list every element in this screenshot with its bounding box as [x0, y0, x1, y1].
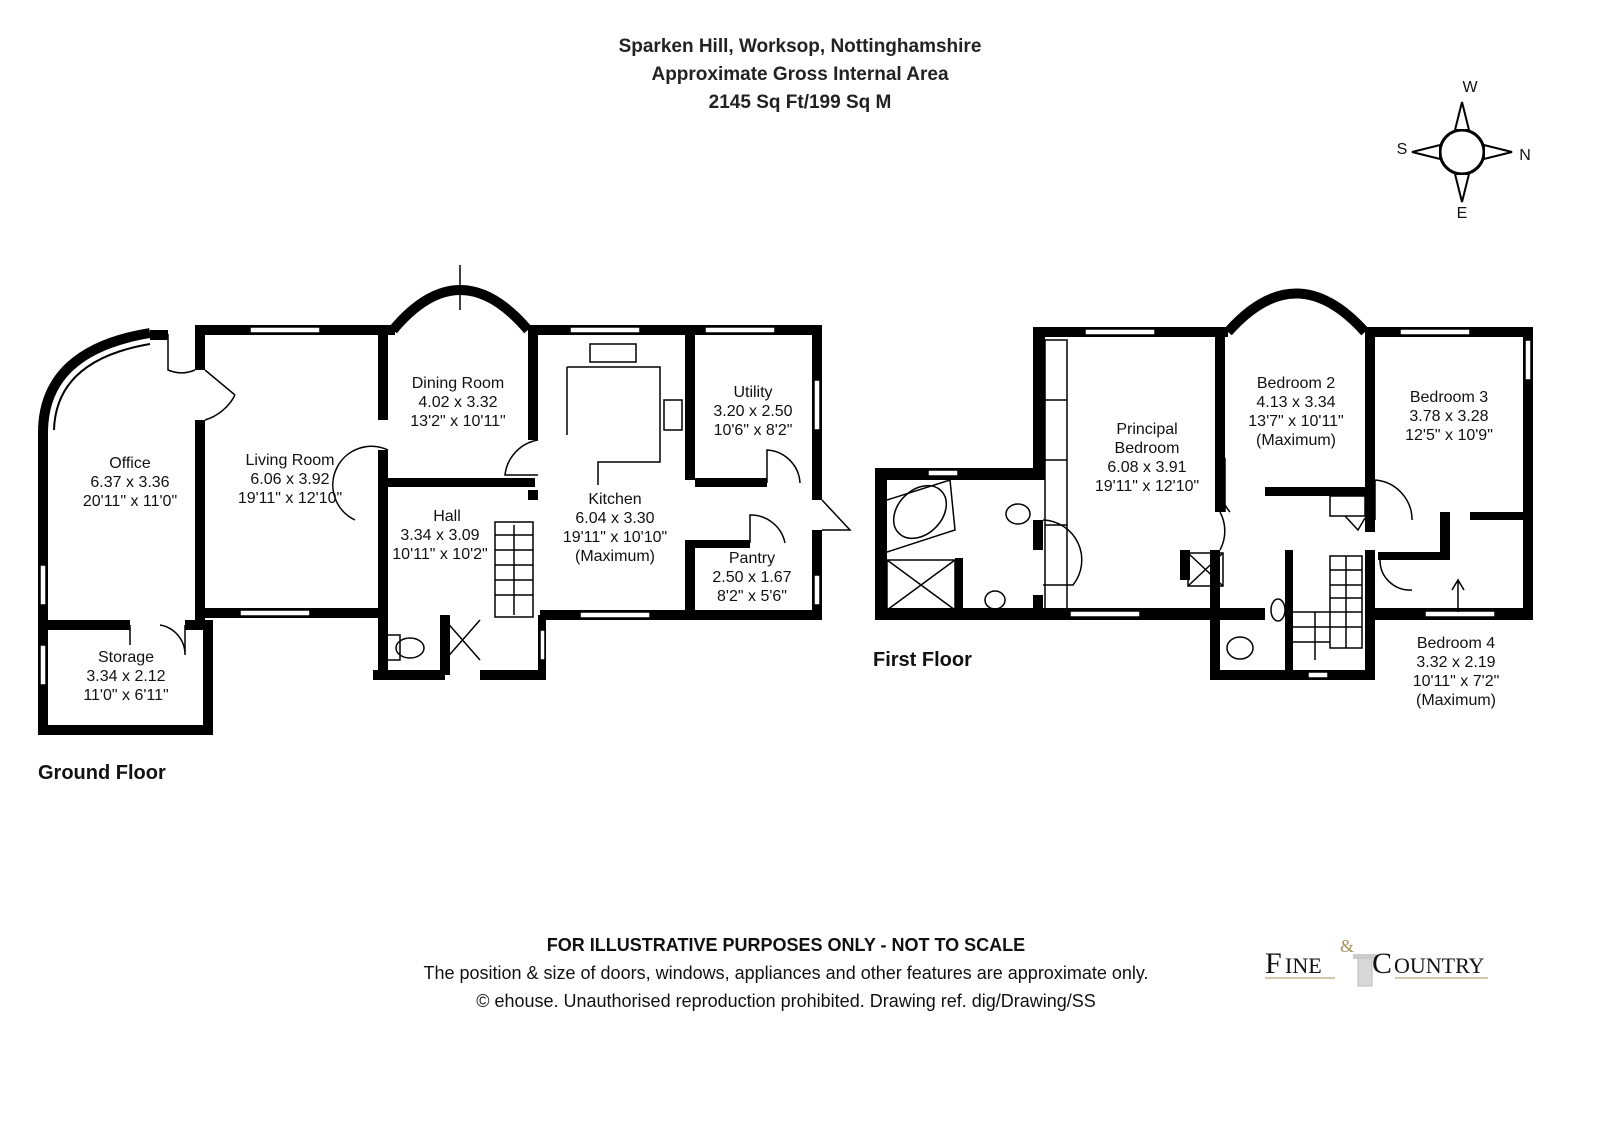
room-bedroom-4: Bedroom 4 3.32 x 2.19 10'11" x 7'2" (Max…	[1413, 635, 1500, 709]
room-metric: 3.20 x 2.50	[713, 403, 792, 420]
room-imperial: 19'11" x 12'10"	[1095, 478, 1199, 495]
room-hall: Hall 3.34 x 3.09 10'11" x 10'2"	[392, 508, 487, 563]
room-metric: 4.13 x 3.34	[1256, 394, 1335, 411]
room-office: Office 6.37 x 3.36 20'11" x 11'0"	[83, 455, 177, 510]
room-name: Office	[109, 455, 151, 472]
compass-icon: W E S N	[1397, 79, 1531, 222]
svg-text:INE: INE	[1285, 953, 1322, 978]
area-value: 2145 Sq Ft/199 Sq M	[709, 92, 892, 113]
disclaimer-line-1: The position & size of doors, windows, a…	[423, 963, 1148, 983]
room-imperial: 10'11" x 7'2"	[1413, 673, 1500, 690]
compass-east: E	[1457, 205, 1468, 222]
room-metric: 6.04 x 3.30	[575, 510, 654, 527]
room-name: Pantry	[729, 550, 775, 567]
room-bedroom-3: Bedroom 3 3.78 x 3.28 12'5" x 10'9"	[1405, 389, 1493, 444]
room-name: Bedroom 3	[1410, 389, 1488, 406]
room-name: Bedroom	[1115, 440, 1180, 457]
room-bedroom-2: Bedroom 2 4.13 x 3.34 13'7" x 10'11" (Ma…	[1248, 375, 1343, 449]
area-label: Approximate Gross Internal Area	[651, 64, 948, 85]
room-imperial: 13'7" x 10'11"	[1248, 413, 1343, 430]
room-dining-room: Dining Room 4.02 x 3.32 13'2" x 10'11"	[410, 375, 505, 430]
room-metric: 3.34 x 3.09	[400, 527, 479, 544]
room-imperial: 10'6" x 8'2"	[714, 422, 793, 439]
room-metric: 3.78 x 3.28	[1409, 408, 1488, 425]
room-principal-bedroom: Principal Bedroom 6.08 x 3.91 19'11" x 1…	[1095, 421, 1199, 495]
ground-floor-label: Ground Floor	[38, 762, 166, 784]
room-imperial: 19'11" x 10'10"	[563, 529, 667, 546]
room-metric: 4.02 x 3.32	[418, 394, 497, 411]
room-metric: 3.34 x 2.12	[86, 668, 165, 685]
room-metric: 2.50 x 1.67	[712, 569, 791, 586]
disclaimer-line-2: © ehouse. Unauthorised reproduction proh…	[476, 991, 1096, 1011]
fine-and-country-logo: F INE & C OUNTRY	[1265, 936, 1488, 987]
room-name: Utility	[733, 384, 772, 401]
room-name: Principal	[1116, 421, 1177, 438]
room-imperial: 8'2" x 5'6"	[717, 588, 787, 605]
room-pantry: Pantry 2.50 x 1.67 8'2" x 5'6"	[712, 550, 791, 605]
room-name: Hall	[433, 508, 461, 525]
room-metric: 6.37 x 3.36	[90, 474, 169, 491]
room-name: Living Room	[246, 452, 335, 469]
room-imperial: 11'0" x 6'11"	[83, 687, 168, 704]
room-name: Bedroom 2	[1257, 375, 1335, 392]
room-living-room: Living Room 6.06 x 3.92 19'11" x 12'10"	[238, 452, 342, 507]
room-name: Kitchen	[588, 491, 641, 508]
svg-text:&: &	[1340, 936, 1354, 956]
room-imperial: 13'2" x 10'11"	[410, 413, 505, 430]
compass-south: S	[1397, 141, 1408, 158]
compass-north: N	[1519, 147, 1531, 164]
room-storage: Storage 3.34 x 2.12 11'0" x 6'11"	[83, 649, 168, 704]
room-metric: 6.06 x 3.92	[250, 471, 329, 488]
room-imperial: 10'11" x 10'2"	[392, 546, 487, 563]
room-utility: Utility 3.20 x 2.50 10'6" x 8'2"	[713, 384, 792, 439]
svg-text:C: C	[1372, 947, 1392, 980]
svg-text:OUNTRY: OUNTRY	[1394, 953, 1485, 978]
disclaimer-title: FOR ILLUSTRATIVE PURPOSES ONLY - NOT TO …	[547, 935, 1025, 955]
room-name: Bedroom 4	[1417, 635, 1495, 652]
room-name: Storage	[98, 649, 154, 666]
room-name: Dining Room	[412, 375, 504, 392]
room-metric: 3.32 x 2.19	[1416, 654, 1495, 671]
first-floor-walls	[875, 288, 1533, 680]
ground-floor-walls	[38, 265, 852, 735]
room-kitchen: Kitchen 6.04 x 3.30 19'11" x 10'10" (Max…	[563, 491, 667, 565]
svg-text:F: F	[1265, 947, 1282, 980]
compass-west: W	[1462, 79, 1478, 96]
room-note: (Maximum)	[1416, 692, 1496, 709]
room-imperial: 19'11" x 12'10"	[238, 490, 342, 507]
room-note: (Maximum)	[575, 548, 655, 565]
room-imperial: 20'11" x 11'0"	[83, 493, 177, 510]
room-metric: 6.08 x 3.91	[1107, 459, 1186, 476]
room-note: (Maximum)	[1256, 432, 1336, 449]
address-title: Sparken Hill, Worksop, Nottinghamshire	[619, 36, 982, 57]
first-floor-label: First Floor	[873, 649, 972, 671]
room-imperial: 12'5" x 10'9"	[1405, 427, 1493, 444]
